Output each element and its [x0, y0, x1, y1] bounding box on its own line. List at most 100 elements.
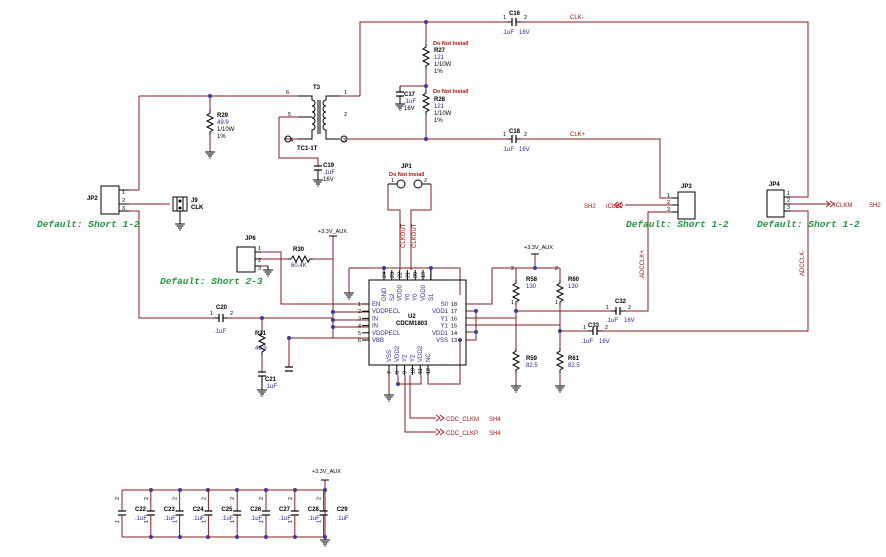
jp6-pin2: 2 [258, 258, 261, 264]
jp3-pin2: 2 [667, 200, 670, 206]
jp3-ref: JP3 [681, 184, 692, 190]
jumper-jp6[interactable]: JP6 1 2 3 [236, 236, 274, 277]
resistor-r61[interactable]: R61 82.5 [554, 347, 580, 393]
net-adcclk-minus: ADCCLK- [800, 250, 806, 276]
cap-ref: C23 [164, 507, 176, 513]
c17-voltage: 16V [404, 106, 415, 112]
r58-ref: R58 [526, 277, 538, 283]
cap-value: .1uF [135, 516, 147, 522]
u2-pin-number: 11 [418, 368, 424, 374]
u2-pin-number: 8 [395, 371, 401, 374]
u2-pin-name: Y1 [441, 316, 449, 322]
cap-pin1: 1 [317, 520, 323, 523]
u2-ref: U2 [408, 314, 416, 320]
j9-label: CLK [191, 205, 204, 211]
jp4-pin1: 1 [787, 191, 790, 197]
c19-ref: C19 [323, 163, 335, 169]
u2-pin-number: 22 [398, 272, 404, 278]
resistor-r31[interactable]: R31 49.9 [255, 329, 267, 356]
jumper-jp1[interactable]: JP1 Do Not Install 1 2 [388, 164, 431, 189]
net-clkout-b: CLKOUT [412, 223, 418, 248]
cap-value: .1uF [193, 516, 205, 522]
c18-voltage: 16V [519, 147, 530, 153]
jp4-ref: JP4 [769, 182, 780, 188]
resistor-r60[interactable]: R60 130 2 1 [555, 266, 580, 306]
cap-pin1: 1 [115, 520, 121, 523]
resistor-r30[interactable]: R30 60.4K [287, 247, 314, 269]
capacitor-c18[interactable]: C18 1 2 .1uF 16V [502, 129, 530, 153]
capacitor-c19[interactable]: C19 .1uF 16V [312, 163, 335, 187]
capacitor-c20[interactable]: C20 1 2 .1uF [210, 305, 233, 335]
c20-value: .1uF [214, 329, 226, 335]
c32-voltage: 16V [624, 318, 635, 324]
capacitor-c21[interactable]: C21 .1uF [256, 371, 277, 397]
cap-ref: C29 [337, 507, 349, 513]
r60-value: 130 [568, 284, 579, 290]
t3-pin4: 4 [290, 138, 293, 144]
cap-value: .1uF [221, 516, 233, 522]
c33-value: .1uF [581, 339, 593, 345]
resistor-r58[interactable]: R58 130 2 1 [511, 266, 538, 306]
cap-pin1: 1 [259, 520, 265, 523]
c21-value: .1uF [265, 384, 277, 390]
u2-pin-number: 15 [451, 324, 457, 330]
u2-pin-name: VDDPECL [372, 331, 401, 337]
u2-pin-number: 24 [382, 272, 388, 278]
aux-top-label: +3.3V_AUX [524, 245, 553, 251]
cap-ref: C24 [193, 507, 205, 513]
cap-pin2: 2 [317, 497, 323, 500]
resistor-r28[interactable]: Do Not Install R28 121 1/10W 1% [422, 89, 469, 124]
jp1-pin1: 1 [391, 178, 394, 184]
jumper-jp4[interactable]: JP4 1 2 3 [766, 182, 791, 218]
net-clkout-a: CLKOUT [401, 223, 407, 248]
resistor-r59[interactable]: R59 82.5 [510, 347, 538, 393]
u2-pin-number: 19 [421, 272, 427, 278]
u2-pin-number: 3 [358, 316, 361, 322]
net-sh2-right: SH2 [869, 203, 881, 209]
cap-pin1: 1 [144, 520, 150, 523]
cap-ref: C27 [279, 507, 291, 513]
r58-pin2: 2 [511, 266, 514, 272]
capacitor-c33[interactable]: C33 1 2 .1uF 16V [581, 323, 610, 345]
net-sh4-b: SH4 [489, 431, 501, 437]
resistor-r27[interactable]: Do Not Install R27 121 1/10W 1% [422, 41, 469, 75]
connector-j9[interactable]: J9 CLK [172, 196, 204, 231]
resistor-r29[interactable]: R29 49.9 1/10W 1% [204, 109, 235, 159]
r27-ref: R27 [434, 48, 446, 54]
r31-value: 49.9 [255, 346, 267, 352]
jp6-pin3: 3 [258, 266, 261, 272]
c20-pin2: 2 [230, 311, 233, 317]
u2-pin-name: IN [372, 316, 378, 322]
capacitor-c17[interactable]: C17 .1uF 16V [394, 86, 416, 112]
u2-pin-number: 13 [451, 338, 457, 344]
capacitor-c16[interactable]: C16 1 2 .1uF 16V [502, 11, 530, 36]
cap-pin2: 2 [201, 497, 207, 500]
u2-pin-name: VSS [387, 350, 393, 362]
c33-pin2: 2 [605, 325, 608, 331]
jumper-jp2[interactable]: JP2 1 2 3 [87, 185, 129, 215]
transformer-t3[interactable]: T3 6 1 5 2 4 3 TC1-1T [284, 85, 348, 152]
capacitor-c32[interactable]: C32 1 2 .1uF 16V [606, 299, 635, 324]
jp6-ref: JP6 [245, 236, 256, 242]
cap-pin1: 1 [230, 520, 236, 523]
c16-pin2: 2 [524, 15, 527, 21]
c17-ref: C17 [404, 92, 416, 98]
aux-mid-label: +3.3V_AUX [318, 229, 347, 235]
jumper-jp3[interactable]: JP3 1 2 3 [667, 184, 696, 220]
r27-value: 121 [434, 55, 445, 61]
cap-pin2: 2 [144, 497, 150, 500]
r59-value: 82.5 [526, 363, 538, 369]
jp3-pin1: 1 [667, 193, 670, 199]
c32-pin2: 2 [628, 305, 631, 311]
